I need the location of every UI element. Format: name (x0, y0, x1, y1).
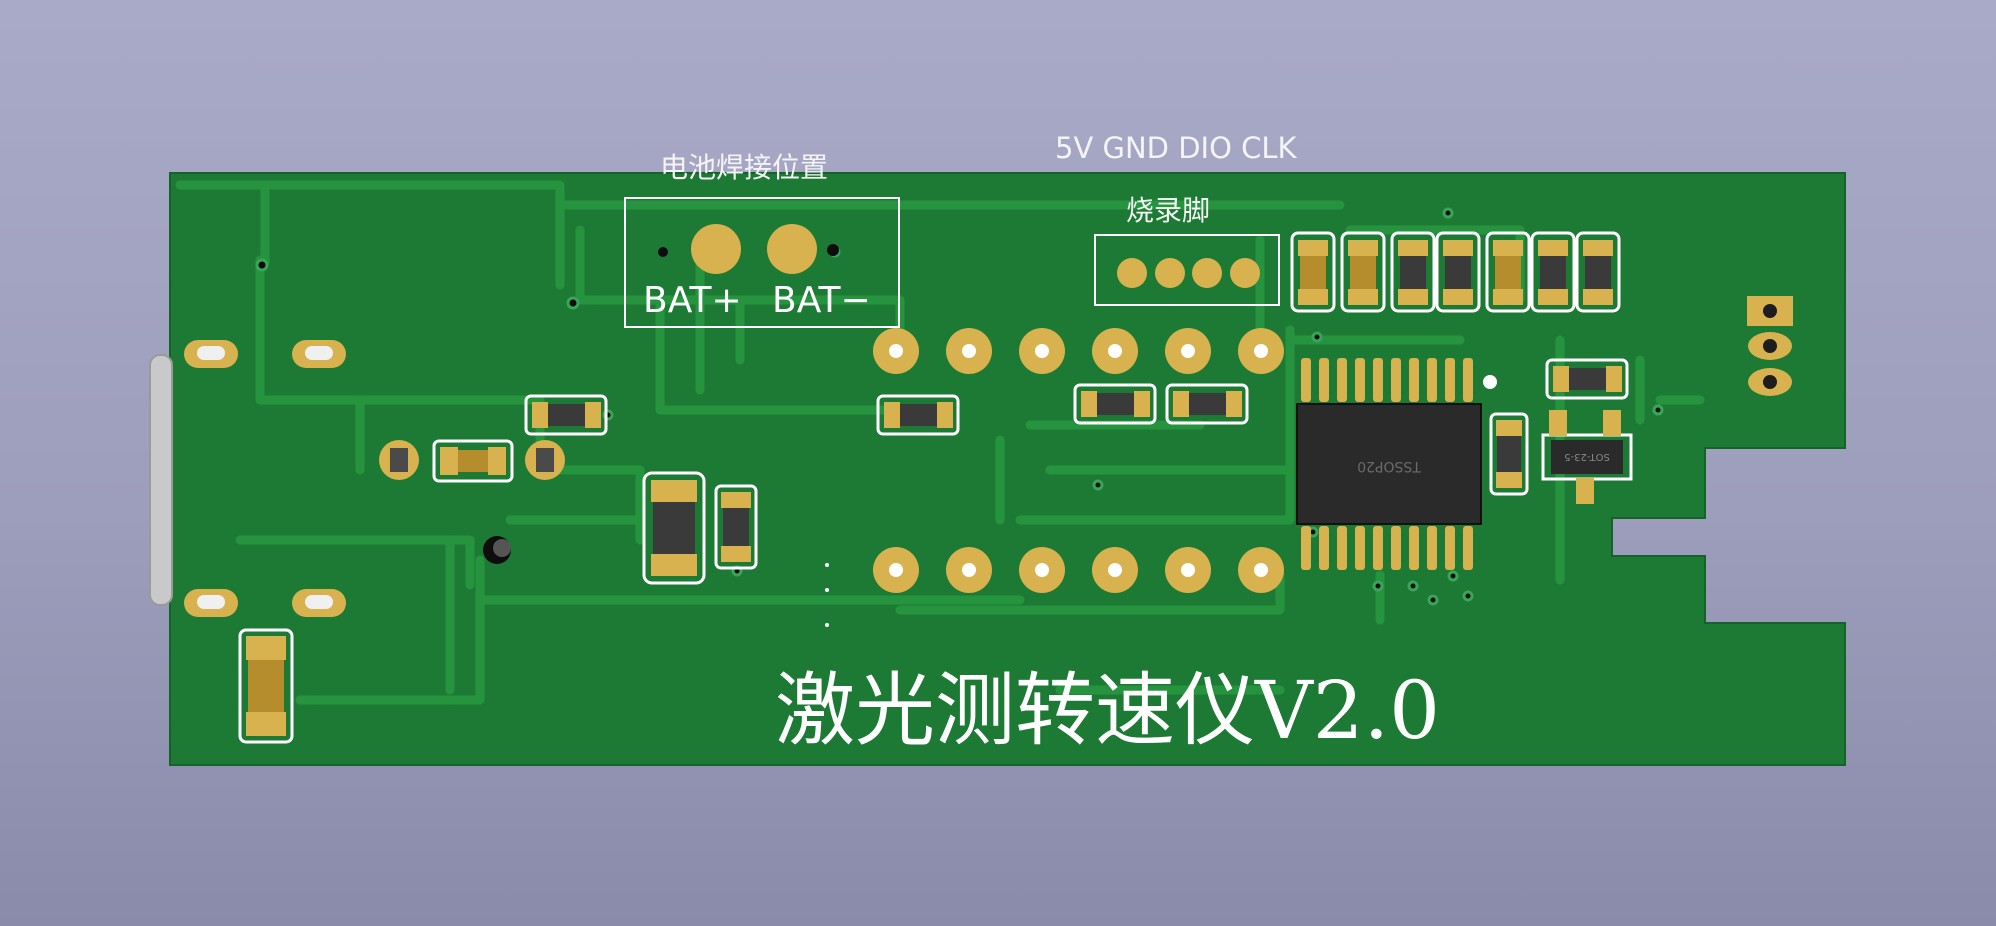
bat-minus-silk: BAT− (772, 280, 871, 321)
bat-plus-silk: BAT+ (643, 280, 742, 321)
ic-marking: TSSOP20 (1357, 458, 1422, 474)
ic-pin (1409, 526, 1419, 570)
ic-pin (1391, 526, 1401, 570)
battery-footprint-outline (624, 197, 900, 328)
module-pads-bottom (873, 547, 1284, 593)
ic-pin (1409, 358, 1419, 402)
ic-chip-icon: TSSOP20 (1296, 358, 1482, 570)
ic-pin (1337, 526, 1347, 570)
ic-pin (1337, 358, 1347, 402)
ic-pin (1463, 526, 1473, 570)
smd-left-components (238, 394, 758, 744)
ic-pin (1355, 526, 1365, 570)
sot23-regulator: SOT-23-5 (1541, 410, 1633, 504)
ic-pin (1463, 358, 1473, 402)
ic-pin (1319, 526, 1329, 570)
smd-resistors-center (876, 383, 1249, 436)
sot-marking: SOT-23-5 (1564, 451, 1610, 462)
programming-header-outline (1094, 234, 1280, 306)
board-title: 激光测转速仪V2.0 (775, 664, 1440, 757)
ic-pin (1391, 358, 1401, 402)
smd-cap-ic (1489, 412, 1529, 496)
ic-pin (1445, 526, 1455, 570)
ic-pin (1319, 358, 1329, 402)
ic-pin (1427, 358, 1437, 402)
programming-label: 烧录脚 (1126, 194, 1211, 227)
sensor-connector (1747, 296, 1793, 396)
ic-pin (1355, 358, 1365, 402)
smd-component-array (1290, 231, 1621, 313)
programming-header-pads (1117, 258, 1260, 288)
ic-pin (1427, 526, 1437, 570)
battery-pads (658, 224, 839, 274)
smd-resistor-right (1545, 358, 1629, 400)
ic-pin (1373, 358, 1383, 402)
pcb-board (169, 172, 1846, 766)
ic-pin (1301, 358, 1311, 402)
copper-traces (175, 180, 1705, 705)
usb-c-connector-icon (149, 340, 346, 617)
ic-pin (1373, 526, 1383, 570)
ic-pin (1445, 358, 1455, 402)
header-pins-label: 5V GND DIO CLK (1055, 131, 1297, 165)
battery-label: 电池焊接位置 (660, 151, 829, 184)
ic-pin (1301, 526, 1311, 570)
module-pads-top (873, 328, 1284, 374)
